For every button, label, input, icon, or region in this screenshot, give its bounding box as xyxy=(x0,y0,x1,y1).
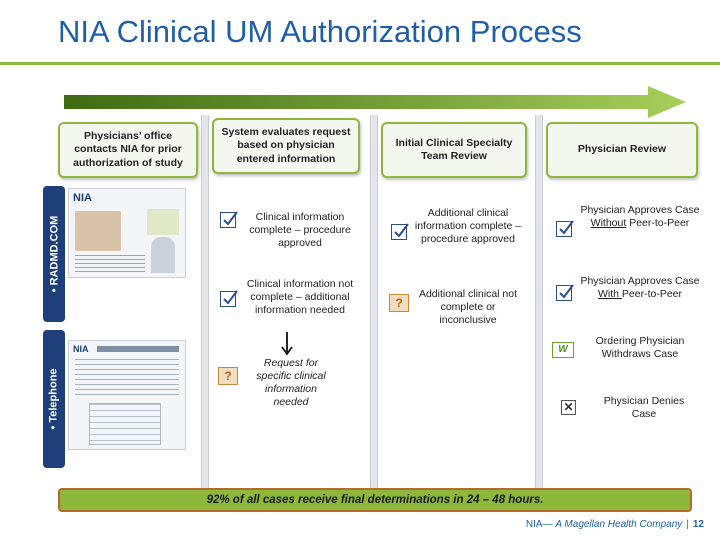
footer-company: A Magellan Health Company xyxy=(555,519,683,530)
column-divider xyxy=(535,115,543,490)
header-system-evaluates: System evaluates request based on physic… xyxy=(212,118,360,174)
form-text-lines xyxy=(75,359,179,399)
side-tab-radmd: • RADMD.COM xyxy=(43,186,65,322)
approves-with-peer: Physician Approves Case With Peer-to-Pee… xyxy=(580,275,700,301)
request-specific-info: Request for specific clinical informatio… xyxy=(256,357,326,409)
deny-icon: ✕ xyxy=(561,400,576,415)
header-physician-review: Physician Review xyxy=(546,122,698,178)
clinical-info-not-complete: Clinical information not complete – addi… xyxy=(246,278,354,317)
footer-org: NIA— xyxy=(525,519,556,530)
page-number: 12 xyxy=(692,519,704,530)
title-rule xyxy=(0,62,720,65)
website-doctor-photo xyxy=(151,237,175,273)
form-header-bar xyxy=(97,346,179,352)
radmd-website-screenshot: NIA xyxy=(68,188,186,278)
telephone-form-screenshot: NIA xyxy=(68,340,186,450)
nia-logo: NIA xyxy=(73,192,92,204)
checkbox-icon xyxy=(220,290,238,307)
clinical-info-complete: Clinical information complete – procedur… xyxy=(249,211,351,250)
footer-separator: | xyxy=(686,519,689,530)
approves-without-peer: Physician Approves Case Without Peer-to-… xyxy=(580,204,700,230)
question-icon: ? xyxy=(218,367,238,385)
question-icon: ? xyxy=(389,294,409,312)
website-text-lines xyxy=(75,255,145,273)
nia-logo: NIA xyxy=(73,344,89,354)
additional-info-complete: Additional clinical information complete… xyxy=(414,207,522,246)
checkbox-icon xyxy=(556,284,574,301)
withdraw-icon: W xyxy=(552,342,574,358)
header-clinical-team-review: Initial Clinical Specialty Team Review xyxy=(381,122,527,178)
checkbox-icon xyxy=(556,220,574,237)
website-green-panel xyxy=(147,209,179,235)
footer: NIA— A Magellan Health Company|12 xyxy=(526,519,704,530)
physician-denies: Physician Denies Case xyxy=(603,395,685,421)
side-tab-telephone: • Telephone xyxy=(43,330,65,468)
column-divider xyxy=(370,115,378,490)
process-arrow xyxy=(64,86,686,118)
page-title: NIA Clinical UM Authorization Process xyxy=(58,14,582,49)
header-physician-office: Physicians’ office contacts NIA for prio… xyxy=(58,122,198,178)
website-banner-photo xyxy=(75,211,121,251)
down-arrow-icon xyxy=(281,332,293,356)
checkbox-icon xyxy=(220,211,238,228)
additional-info-not-complete: Additional clinical not complete or inco… xyxy=(418,288,518,327)
physician-withdraws: Ordering Physician Withdraws Case xyxy=(595,335,685,361)
determination-banner: 92% of all cases receive final determina… xyxy=(58,488,692,512)
column-divider xyxy=(201,115,209,490)
form-table xyxy=(89,403,161,445)
checkbox-icon xyxy=(391,223,409,240)
